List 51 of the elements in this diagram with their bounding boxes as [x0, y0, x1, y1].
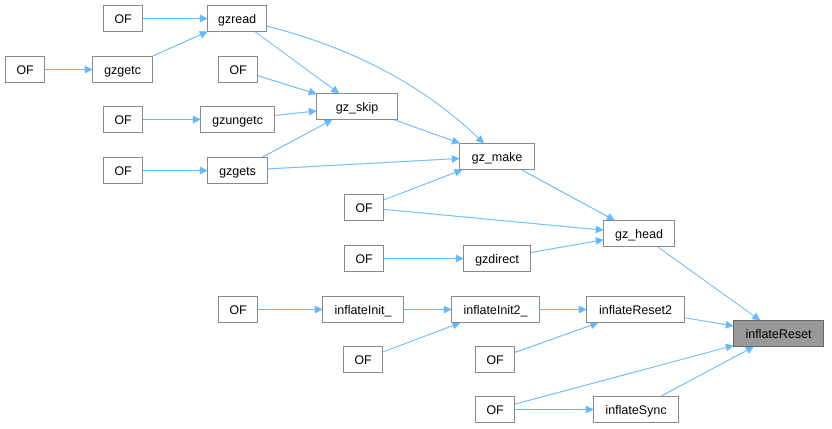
arrow [254, 32, 340, 94]
arrow [142, 166, 208, 174]
function-box: gz_head [603, 220, 675, 247]
arrow [404, 306, 452, 314]
function-box: inflateSync [593, 396, 679, 423]
function-box: inflateReset2 [586, 296, 685, 323]
function-box: gzgetc [92, 56, 153, 83]
function-box: gzgets [207, 157, 268, 184]
arrow [266, 26, 484, 144]
function-box: OF [103, 157, 143, 184]
arrow [684, 317, 734, 329]
function-box: OF [218, 296, 258, 323]
function-box: gzread [207, 5, 267, 32]
function-box: OF [475, 396, 515, 423]
arrow [258, 75, 317, 96]
function-box: OF [103, 106, 143, 133]
arrow [384, 168, 463, 200]
arrow [152, 31, 208, 56]
arrow [394, 120, 460, 144]
arrow [384, 254, 464, 262]
function-box: OF [103, 5, 143, 32]
arrow [262, 120, 332, 158]
arrow [382, 322, 460, 352]
function-box: OF [218, 56, 258, 83]
arrow [521, 170, 615, 220]
function-box: OF [5, 56, 45, 83]
arrow [44, 66, 93, 74]
arrow [384, 208, 604, 234]
function-box: gzdirect [463, 245, 531, 272]
function-box: gz_skip [316, 93, 398, 120]
arrow [258, 306, 323, 314]
function-box: OF [344, 245, 384, 272]
arrow [657, 246, 760, 320]
arrow [514, 344, 734, 405]
function-box: OF [344, 194, 384, 221]
arrow [530, 237, 604, 254]
arrow [142, 14, 208, 22]
arrow [540, 306, 587, 314]
highlighted-function-box: inflateReset [733, 320, 824, 347]
arrow [514, 322, 598, 353]
function-box: inflateInit_ [322, 296, 404, 323]
function-box: inflateInit2_ [451, 296, 540, 323]
arrow [274, 108, 317, 116]
arrow [514, 406, 594, 414]
arrow [268, 154, 460, 170]
function-box: gzungetc [200, 106, 275, 133]
function-box: OF [475, 346, 515, 373]
function-box: gz_make [459, 143, 535, 170]
arrow [660, 346, 754, 396]
arrow [142, 116, 201, 124]
function-box: OF [343, 346, 383, 373]
